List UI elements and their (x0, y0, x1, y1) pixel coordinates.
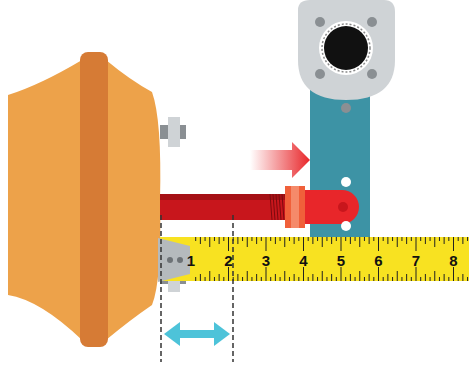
tape-number: 4 (299, 253, 307, 268)
tape-number: 7 (412, 253, 420, 268)
tape-number: 1 (187, 253, 195, 268)
push-rod (160, 142, 359, 228)
tape-number: 8 (449, 253, 457, 268)
tape-number: 5 (337, 253, 345, 268)
tape-number: 3 (262, 253, 270, 268)
tape-number: 6 (374, 253, 382, 268)
tape-measure (158, 237, 469, 282)
measurement-arrow (161, 215, 233, 362)
tape-number: 2 (224, 253, 232, 268)
brake-chamber (8, 52, 186, 347)
slack-adjuster (298, 0, 395, 238)
